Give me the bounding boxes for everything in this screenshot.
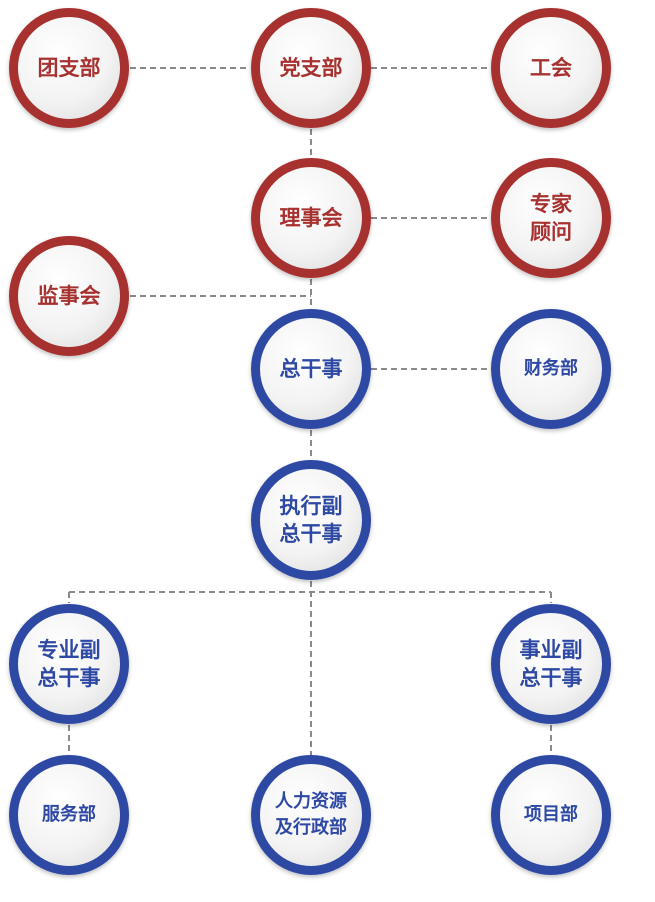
node-business-deputy-sg: 事业副 总干事 (491, 604, 611, 724)
node-label: 理事会 (279, 206, 343, 230)
node-label: 工会 (530, 56, 572, 80)
node-label: 人力资源 及行政部 (275, 791, 347, 838)
node-label: 财务部 (524, 358, 578, 379)
node-party-branch: 党支部 (251, 8, 371, 128)
node-labor-union: 工会 (491, 8, 611, 128)
node-label: 专业副 总干事 (37, 638, 101, 690)
node-professional-deputy-sg: 专业副 总干事 (9, 604, 129, 724)
node-label: 党支部 (279, 56, 343, 80)
node-label: 服务部 (42, 804, 96, 825)
node-label: 团支部 (37, 56, 101, 80)
node-youth-league-branch: 团支部 (9, 8, 129, 128)
node-secretary-general: 总干事 (251, 309, 371, 429)
node-finance-dept: 财务部 (491, 309, 611, 429)
node-label: 项目部 (524, 804, 578, 825)
node-label: 专家 顾问 (530, 192, 572, 244)
node-supervisory-board: 监事会 (9, 236, 129, 356)
node-label: 执行副 总干事 (279, 494, 343, 546)
node-project-dept: 项目部 (491, 755, 611, 875)
node-expert-advisors: 专家 顾问 (491, 158, 611, 278)
node-hr-admin-dept: 人力资源 及行政部 (251, 755, 371, 875)
node-label: 总干事 (279, 357, 343, 381)
node-executive-deputy-sg: 执行副 总干事 (251, 460, 371, 580)
node-council: 理事会 (251, 158, 371, 278)
node-label: 事业副 总干事 (519, 638, 583, 690)
node-service-dept: 服务部 (9, 755, 129, 875)
node-label: 监事会 (37, 284, 101, 308)
